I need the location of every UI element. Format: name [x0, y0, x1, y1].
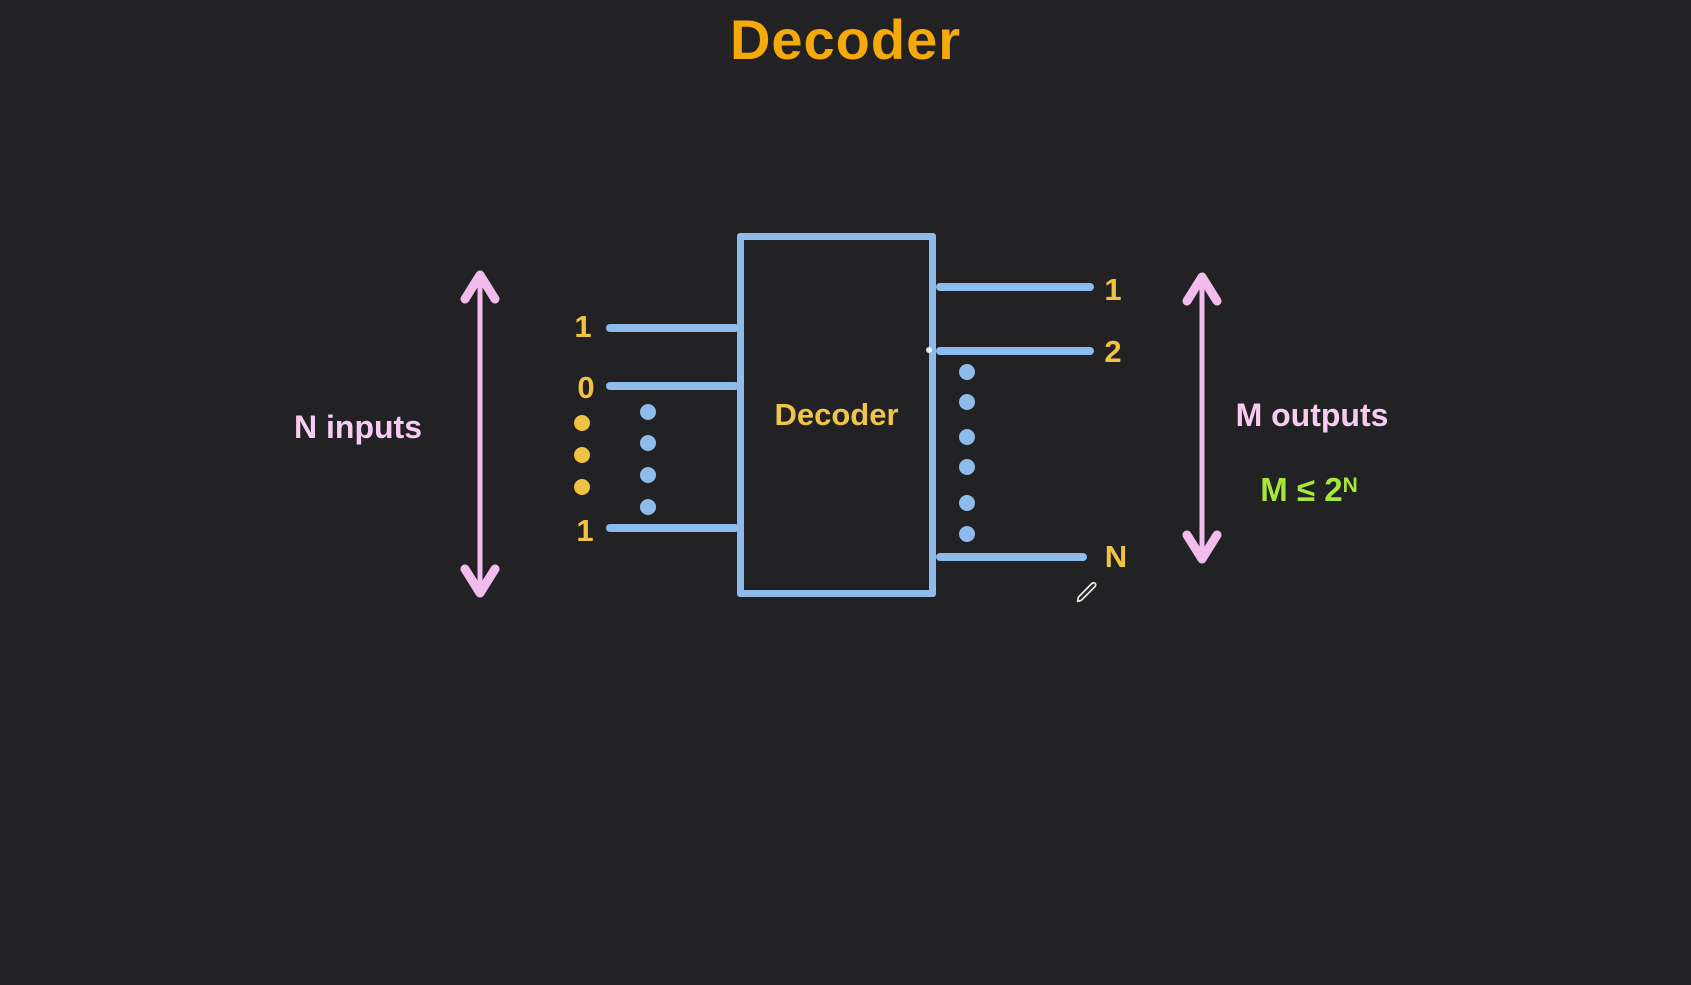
n-inputs-arrow	[456, 266, 504, 607]
output-pin-label-n: N	[1104, 539, 1128, 574]
input-wire-ellipsis-dot	[640, 404, 656, 420]
m-constraint-base: M ≤ 2	[1260, 471, 1343, 508]
input-wire-n	[606, 524, 739, 532]
input-wire-2	[606, 382, 739, 390]
output-pin-label-2: 2	[1104, 334, 1122, 369]
input-pin-label-0: 0	[577, 370, 595, 405]
output-wire-ellipsis-dot	[959, 394, 975, 410]
double-vertical-arrow-icon	[1178, 272, 1226, 572]
m-constraint-exponent: N	[1342, 474, 1358, 497]
page-title: Decoder	[729, 8, 962, 71]
input-ellipsis-dot	[574, 415, 590, 431]
m-constraint-formula: M ≤ 2N	[1218, 466, 1400, 510]
input-wire-ellipsis-dot	[640, 467, 656, 483]
output-pin-label-1: 1	[1104, 272, 1122, 307]
output-wire-ellipsis-dot	[959, 526, 975, 542]
output-wire-n	[936, 553, 1087, 561]
decoder-block-label: Decoder	[774, 397, 899, 432]
input-wire-1	[606, 324, 739, 332]
input-wire-ellipsis-dot	[640, 435, 656, 451]
n-inputs-label: N inputs	[294, 409, 422, 445]
input-pin-label-1: 1	[574, 309, 592, 344]
output-wire-ellipsis-dot	[959, 495, 975, 511]
output-wire-ellipsis-dot	[959, 459, 975, 475]
double-vertical-arrow-icon	[456, 270, 504, 606]
input-pin-label-n: 1	[576, 513, 594, 548]
output-wire-ellipsis-dot	[959, 364, 975, 380]
ink-speck	[926, 347, 932, 353]
output-wire-2	[936, 347, 1094, 355]
decoder-block: Decoder	[737, 233, 936, 597]
input-ellipsis-dot	[574, 447, 590, 463]
output-wire-ellipsis-dot	[959, 429, 975, 445]
input-ellipsis-dot	[574, 479, 590, 495]
m-outputs-label: M outputs	[1235, 397, 1389, 433]
input-wire-ellipsis-dot	[640, 499, 656, 515]
m-outputs-arrow	[1178, 268, 1226, 573]
pencil-cursor-icon	[1074, 578, 1101, 610]
output-wire-1	[936, 283, 1094, 291]
